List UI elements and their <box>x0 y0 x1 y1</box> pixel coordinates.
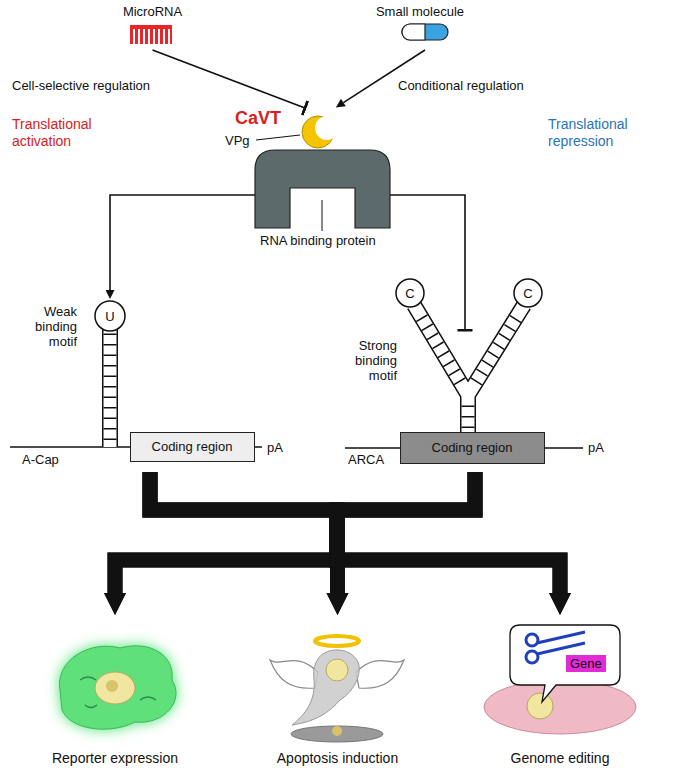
apoptosis-cell-part <box>332 726 342 736</box>
outcome-arrow <box>150 472 338 593</box>
apoptosis-cell-part <box>291 726 383 742</box>
editing-cell-part <box>537 632 585 654</box>
strong-mrna-part <box>396 279 424 307</box>
editing-cell-part <box>526 651 538 663</box>
node-text: Apoptosis induction <box>240 751 435 766</box>
apoptosis-cell-part <box>292 650 359 725</box>
protein-shape-part <box>315 116 339 140</box>
loop-base: C <box>405 286 414 301</box>
loop-base: U <box>105 309 114 324</box>
node-text: Reporter expression <box>15 751 215 766</box>
microrna-comb <box>130 25 172 44</box>
weak-mrna <box>10 301 262 447</box>
outcome-arrow <box>337 472 475 593</box>
activation-arrow <box>343 50 425 103</box>
apoptosis-cell <box>270 636 404 742</box>
node-text: Weak binding motif <box>13 304 77 349</box>
microrna-comb-part <box>130 25 172 29</box>
strong-mrna-part <box>418 312 520 428</box>
node-text: A-Cap <box>22 452 59 467</box>
weak-mrna-part <box>104 332 117 440</box>
box-text: Coding region <box>131 439 253 454</box>
protein-shape-part <box>256 135 300 140</box>
outcome-panel: Genome editing <box>460 615 660 775</box>
reporter-cell-part <box>80 677 156 708</box>
pill-icon-part <box>402 24 425 40</box>
reporter-cell-part <box>106 680 118 692</box>
weak-mrna-part <box>104 328 117 447</box>
coding-box: Coding region <box>400 432 545 464</box>
inhibition-line <box>415 195 465 330</box>
outcome-arrow <box>150 472 560 593</box>
strong-mrna-part <box>514 279 542 307</box>
node-text: Small molecule <box>360 4 480 19</box>
microrna-comb-part <box>130 29 172 44</box>
regulation-label: Translational repression <box>548 116 660 150</box>
weak-mrna-part <box>95 301 125 331</box>
node-text: Genome editing <box>460 751 660 766</box>
inhibition-line <box>153 50 306 108</box>
outcome-arrow <box>337 472 560 593</box>
loop-base: C <box>523 286 532 301</box>
node-text: pA <box>588 440 604 455</box>
apoptosis-cell-part <box>326 659 348 681</box>
editing-cell-part <box>510 625 620 702</box>
pill-icon-part <box>402 24 448 40</box>
editing-cell-part <box>526 634 538 646</box>
weak-mrna-part <box>102 328 118 447</box>
outcome-panel: Apoptosis induction <box>240 615 435 775</box>
strong-mrna-part <box>414 305 524 434</box>
node-text: RNA binding protein <box>260 233 376 248</box>
box-text: Coding region <box>401 440 543 455</box>
apoptosis-cell-part <box>315 636 359 646</box>
editing-cell <box>484 625 636 734</box>
reporter-cell-part <box>60 646 177 729</box>
apoptosis-cell-part <box>356 660 404 688</box>
activation-arrow <box>110 195 225 290</box>
node-text: Strong binding motif <box>333 338 397 383</box>
coding-box: Coding region <box>130 432 255 462</box>
apoptosis-cell-part <box>270 660 318 688</box>
reporter-cell <box>60 646 177 729</box>
reporter-cell-part <box>95 672 135 704</box>
protein-shape-part <box>225 194 256 196</box>
protein-shape-part <box>322 200 323 231</box>
protein-shape <box>225 116 415 231</box>
node-text: pA <box>267 440 283 455</box>
editing-cell-part <box>527 693 553 719</box>
editing-cell-part <box>484 680 636 734</box>
node-text: MicroRNA <box>105 4 200 19</box>
regulation-label: Translational activation <box>12 116 124 150</box>
node-text: CaVT <box>235 108 281 128</box>
gene-tag: Gene <box>566 655 606 672</box>
outcome-panel: Reporter expression <box>15 615 215 775</box>
effector-icon: Small molecule <box>360 2 480 50</box>
mrna-construct: Coding region Strong binding motifARCA pA <box>330 330 620 472</box>
regulation-label: Cell-selective regulation <box>12 78 150 93</box>
protein-node: CaVT VPgRNA binding protein <box>225 108 415 253</box>
node-text: VPg <box>225 133 250 148</box>
mrna-construct: Coding region Weak binding motifA-Cap pA <box>5 300 295 472</box>
outcome-arrow <box>115 472 475 593</box>
regulation-label: Conditional regulation <box>398 78 524 93</box>
node-text: ARCA <box>348 452 384 467</box>
reporter-cell-part <box>60 646 177 729</box>
effector-icon: MicroRNA <box>105 2 200 50</box>
protein-shape-part <box>389 194 415 196</box>
pill-icon <box>402 24 448 40</box>
